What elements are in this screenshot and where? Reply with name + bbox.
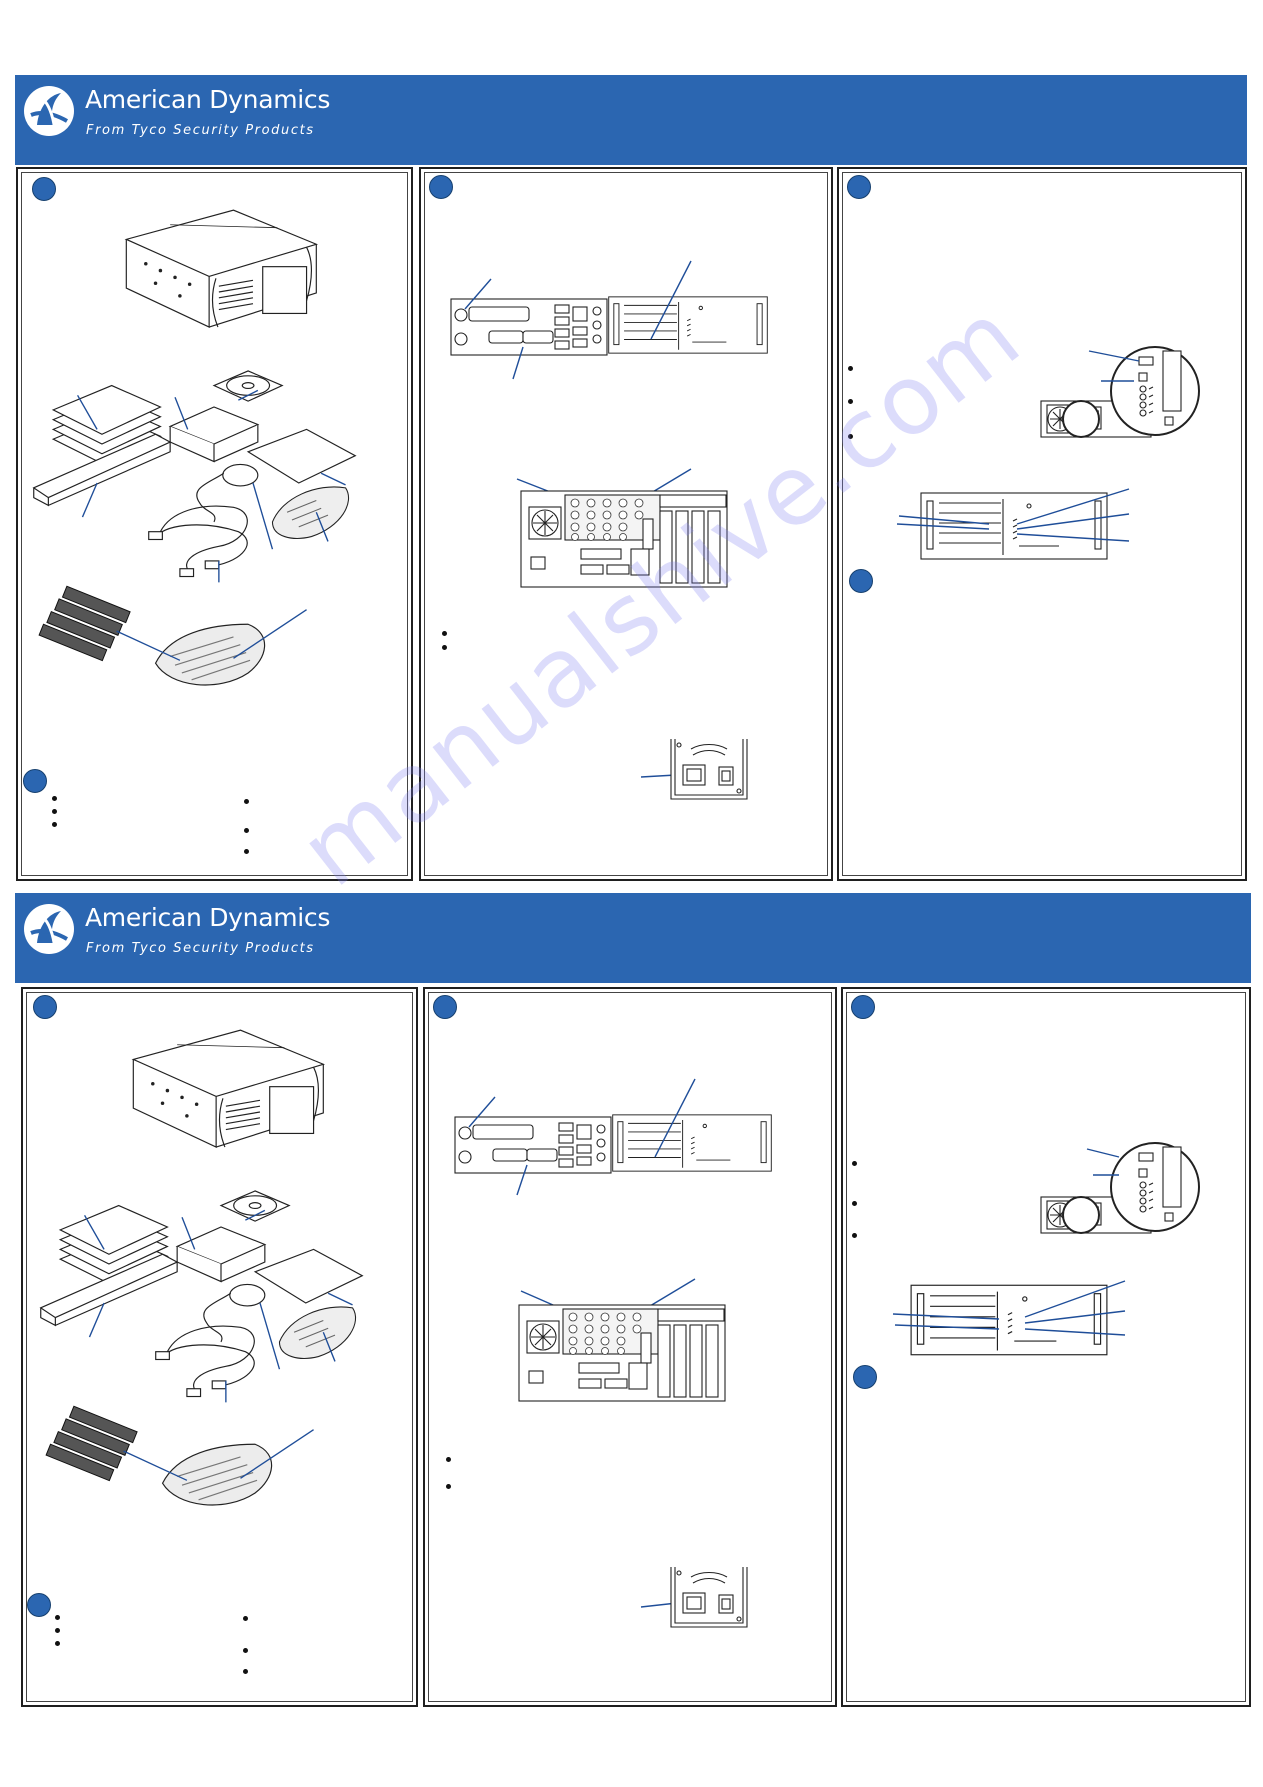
bullet-icon [55, 1615, 60, 1620]
panel-power-on [837, 167, 1247, 881]
box-contents-illustration [31, 1009, 411, 1519]
bullet-icon [55, 1641, 60, 1646]
power-socket-illustration [669, 739, 749, 801]
bullet-icon [55, 1628, 60, 1633]
rear-chassis-illustration [519, 489, 729, 589]
american-dynamics-logo-icon [23, 85, 75, 137]
brand-name: American Dynamics [85, 85, 331, 114]
rear-chassis-illustration [517, 1303, 727, 1403]
bullet-icon [848, 434, 853, 439]
brand-tagline: From Tyco Security Products [86, 123, 315, 138]
step-marker-icon [849, 569, 873, 593]
step-marker-icon [32, 177, 56, 201]
brand-name: American Dynamics [85, 903, 331, 932]
bullet-icon [52, 822, 57, 827]
step-marker-icon [429, 175, 453, 199]
step-marker-icon [23, 769, 47, 793]
bullet-icon [243, 1616, 248, 1621]
step-marker-icon [853, 1365, 877, 1389]
header-banner: American Dynamics From Tyco Security Pro… [15, 893, 1251, 983]
brand-tagline: From Tyco Security Products [86, 941, 315, 956]
american-dynamics-logo-icon [23, 903, 75, 955]
bullet-icon [243, 1648, 248, 1653]
bullet-icon [52, 796, 57, 801]
bullet-icon [446, 1457, 451, 1462]
bullet-icon [446, 1484, 451, 1489]
panel-power-on [841, 987, 1251, 1707]
panel-connections [419, 167, 833, 881]
bullet-icon [852, 1161, 857, 1166]
bullet-icon [848, 366, 853, 371]
power-socket-illustration [669, 1567, 749, 1629]
header-banner: American Dynamics From Tyco Security Pro… [15, 75, 1247, 165]
callout-lines [892, 1148, 1126, 1336]
bullet-icon [243, 1669, 248, 1674]
bullet-icon [442, 645, 447, 650]
bullet-icon [244, 828, 249, 833]
bullet-icon [852, 1233, 857, 1238]
bullet-icon [442, 631, 447, 636]
step-marker-icon [433, 995, 457, 1019]
step-marker-icon [27, 1593, 51, 1617]
bullet-icon [244, 799, 249, 804]
box-contents-illustration [24, 189, 404, 699]
panel-box-contents [16, 167, 413, 881]
bullet-icon [852, 1201, 857, 1206]
bullet-icon [52, 809, 57, 814]
callout-lines [896, 350, 1140, 542]
panel-connections [423, 987, 837, 1707]
step-marker-icon [847, 175, 871, 199]
step-marker-icon [851, 995, 875, 1019]
step-marker-icon [33, 995, 57, 1019]
panel-box-contents [21, 987, 418, 1707]
bullet-icon [244, 849, 249, 854]
bullet-icon [848, 399, 853, 404]
